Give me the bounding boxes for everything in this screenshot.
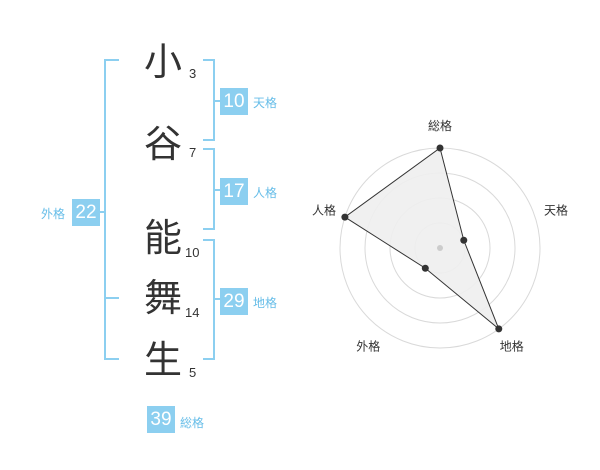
gaikaku-bracket-divider xyxy=(104,297,119,299)
gaikaku-label: 外格 xyxy=(41,207,66,221)
tenkaku-badge: 10 xyxy=(220,88,248,115)
chikaku-bracket-tick xyxy=(214,298,221,300)
jinkaku-bracket-tick xyxy=(214,189,221,191)
jinkaku-label: 人格 xyxy=(253,186,278,200)
name-char-3: 能 xyxy=(143,216,182,260)
soukaku-label: 総格 xyxy=(180,416,205,430)
radar-point-1 xyxy=(436,144,444,152)
stroke-count-4: 14 xyxy=(185,305,200,320)
name-char-2: 谷 xyxy=(143,122,182,166)
radar-axis-label-5: 人格 xyxy=(312,202,336,217)
radar-center-dot xyxy=(437,245,443,251)
tenkaku-bracket-tick xyxy=(214,100,221,102)
name-char-4: 舞 xyxy=(143,276,182,320)
radar-axis-label-4: 外格 xyxy=(356,339,380,354)
chikaku-badge: 29 xyxy=(220,288,248,315)
gaikaku-badge: 22 xyxy=(72,199,100,226)
radar-area xyxy=(344,147,500,330)
gaikaku-bracket-tick xyxy=(98,211,105,213)
radar-axis-label-1: 総格 xyxy=(428,118,452,133)
radar-point-4 xyxy=(421,264,429,272)
stroke-count-1: 3 xyxy=(189,66,197,81)
soukaku-badge: 39 xyxy=(147,406,175,433)
tenkaku-label: 天格 xyxy=(253,96,278,110)
jinkaku-badge: 17 xyxy=(220,178,248,205)
stroke-count-5: 5 xyxy=(189,365,197,380)
radar-axis-label-3: 地格 xyxy=(500,339,524,354)
radar-point-3 xyxy=(495,325,503,333)
radar-point-5 xyxy=(341,213,349,221)
gaikaku-bracket xyxy=(104,59,119,360)
stroke-count-2: 7 xyxy=(189,145,197,160)
name-char-1: 小 xyxy=(143,40,182,84)
chikaku-label: 地格 xyxy=(253,296,278,310)
stroke-count-3: 10 xyxy=(185,245,200,260)
radar-axis-label-2: 天格 xyxy=(544,202,568,217)
name-char-5: 生 xyxy=(143,338,182,382)
radar-point-2 xyxy=(460,236,468,244)
